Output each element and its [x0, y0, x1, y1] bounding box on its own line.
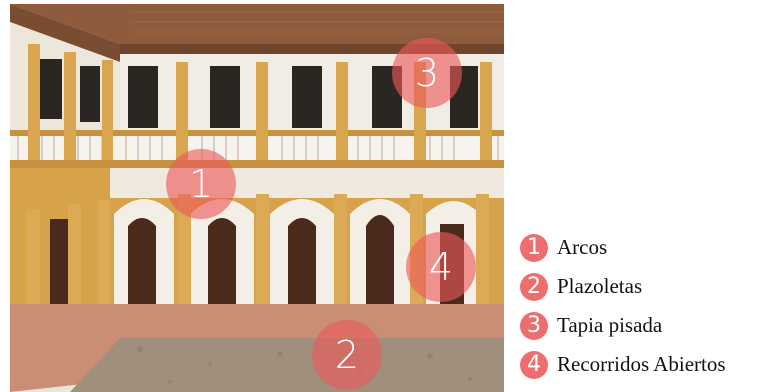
legend-item: 4 Recorridos Abiertos [520, 349, 774, 380]
legend-label-plazoletas: Plazoletas [557, 274, 643, 298]
legend-item: 2 Plazoletas [520, 271, 774, 302]
legend-badge-1: 1 [520, 233, 548, 262]
legend-badge-4: 4 [520, 350, 548, 379]
photo-marker-4: 4 [406, 232, 476, 302]
legend-badge-3: 3 [520, 311, 548, 340]
photo-marker-1: 1 [166, 149, 236, 219]
legend-label-recorridos-abiertos: Recorridos Abiertos [557, 352, 726, 376]
legend-item: 1 Arcos [520, 232, 774, 263]
legend-item: 3 Tapia pisada [520, 310, 774, 341]
legend: 1 Arcos 2 Plazoletas 3 Tapia pisada 4 Re… [520, 232, 774, 388]
photo-marker-2: 2 [312, 320, 382, 390]
legend-badge-2: 2 [520, 272, 548, 301]
photo-marker-3: 3 [392, 38, 462, 108]
legend-label-tapia-pisada: Tapia pisada [557, 313, 663, 337]
legend-label-arcos: Arcos [557, 235, 608, 259]
